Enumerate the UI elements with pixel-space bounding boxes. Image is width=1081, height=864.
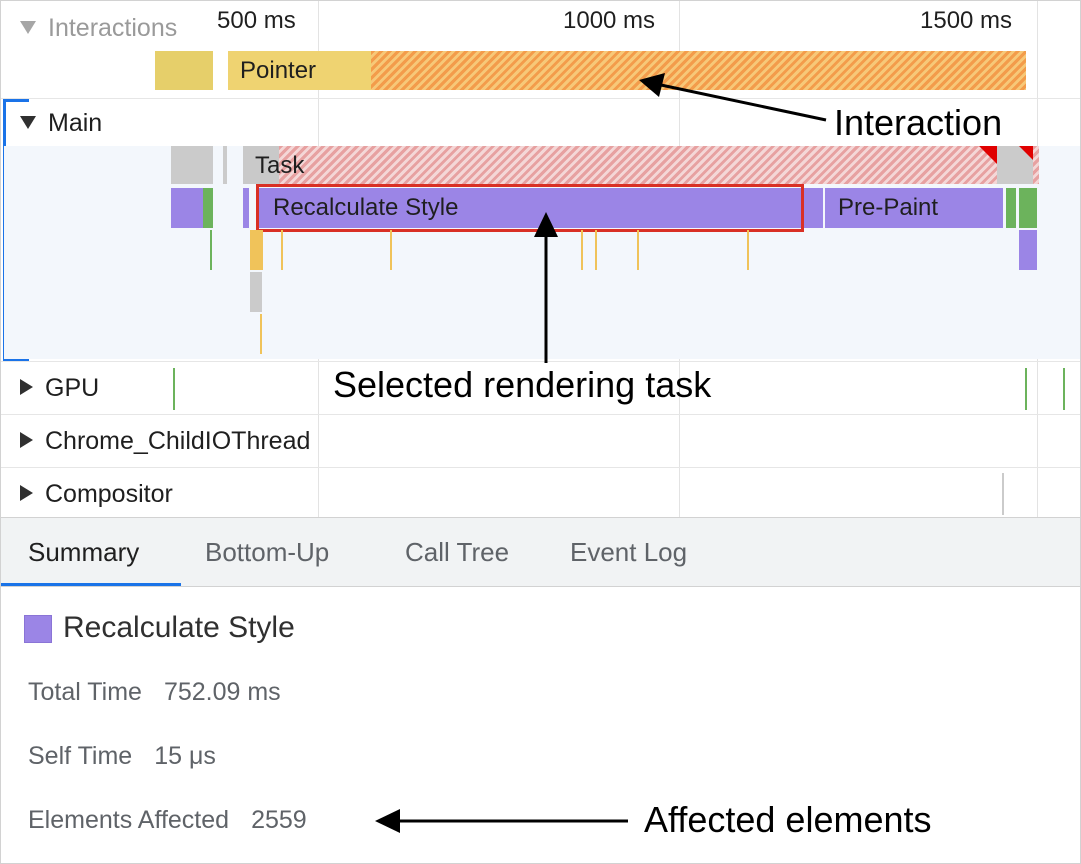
track-separator bbox=[1, 361, 1080, 362]
other-bar[interactable] bbox=[250, 272, 262, 312]
summary-row-label: Total Time bbox=[28, 678, 142, 706]
interactions-track-header[interactable]: Interactions bbox=[20, 14, 177, 43]
summary-row-value: 2559 bbox=[251, 806, 307, 834]
main-track-header[interactable]: Main bbox=[20, 109, 102, 138]
pointer-interaction-bar[interactable]: Pointer bbox=[228, 51, 371, 90]
summary-title: Recalculate Style bbox=[63, 611, 295, 644]
paint-tick bbox=[210, 230, 212, 270]
paint-bar[interactable] bbox=[203, 188, 213, 228]
track-separator bbox=[1, 467, 1080, 468]
track-separator bbox=[1, 98, 1080, 99]
collapse-triangle-icon bbox=[20, 20, 36, 34]
expand-triangle-icon bbox=[20, 485, 33, 502]
task-bar-thin[interactable] bbox=[223, 146, 227, 184]
callout-interaction: Interaction bbox=[834, 102, 1003, 143]
recalculate-style-label: Recalculate Style bbox=[273, 194, 459, 221]
callout-affected-elements: Affected elements bbox=[644, 799, 932, 840]
compositor-track-label: Compositor bbox=[45, 480, 173, 508]
pre-paint-bar[interactable]: Pre-Paint bbox=[825, 188, 1003, 228]
task-bar-early[interactable] bbox=[171, 146, 213, 184]
recalculate-style-bar[interactable]: Recalculate Style bbox=[257, 188, 823, 228]
ruler-label-1500: 1500 ms bbox=[920, 7, 1013, 34]
long-task-warning-icon bbox=[979, 146, 997, 164]
interaction-bar-early[interactable] bbox=[155, 51, 213, 90]
task-label: Task bbox=[255, 152, 305, 179]
interactions-track-label: Interactions bbox=[48, 14, 178, 42]
ruler-label-500: 500 ms bbox=[217, 7, 296, 34]
scripting-bar[interactable] bbox=[250, 230, 263, 270]
pointer-label: Pointer bbox=[240, 57, 317, 84]
interaction-arrow-head bbox=[639, 73, 665, 97]
pre-paint-label: Pre-Paint bbox=[838, 194, 939, 221]
scripting-tick bbox=[595, 230, 597, 270]
tab-summary-underline bbox=[1, 583, 181, 586]
track-separator bbox=[1, 414, 1080, 415]
interaction-arrow-line bbox=[660, 83, 827, 122]
event-color-swatch bbox=[24, 615, 52, 643]
long-task-bar[interactable]: Task bbox=[243, 146, 304, 184]
main-track-label: Main bbox=[48, 109, 103, 137]
summary-row-total-time: Total Time 752.09 ms bbox=[28, 678, 281, 707]
compositor-track-header[interactable]: Compositor bbox=[20, 480, 173, 509]
long-task-overtime bbox=[1033, 146, 1039, 184]
expand-triangle-icon bbox=[20, 432, 33, 449]
details-tab-bar bbox=[1, 517, 1080, 587]
paint-bar[interactable] bbox=[1019, 188, 1037, 228]
summary-row-value: 15 μs bbox=[154, 742, 216, 770]
pointer-interaction-delay[interactable] bbox=[371, 51, 1026, 90]
compositor-tick bbox=[1002, 473, 1004, 515]
summary-row-value: 752.09 ms bbox=[163, 678, 281, 706]
expand-triangle-icon bbox=[20, 379, 33, 396]
paint-bar[interactable] bbox=[1006, 188, 1016, 228]
collapse-triangle-icon bbox=[20, 115, 36, 129]
rendering-bar[interactable] bbox=[243, 188, 249, 228]
selected-event-outline bbox=[256, 184, 804, 232]
tab-event-log[interactable]: Event Log bbox=[570, 537, 688, 567]
scripting-tick bbox=[281, 230, 283, 270]
long-task-overtime[interactable] bbox=[279, 146, 997, 184]
scripting-tick bbox=[747, 230, 749, 270]
io-thread-track-header[interactable]: Chrome_ChildIOThread bbox=[20, 427, 310, 456]
rendering-bar[interactable] bbox=[171, 188, 203, 228]
scripting-tick bbox=[260, 314, 262, 354]
selected-task-arrow-head bbox=[534, 212, 558, 237]
summary-row-label: Self Time bbox=[28, 742, 133, 770]
tab-summary[interactable]: Summary bbox=[28, 537, 140, 567]
io-thread-track-label: Chrome_ChildIOThread bbox=[45, 427, 311, 455]
gpu-track-label: GPU bbox=[45, 374, 100, 402]
rendering-bar[interactable] bbox=[1019, 230, 1037, 270]
gpu-tick bbox=[1025, 368, 1027, 410]
summary-row-self-time: Self Time 15 μs bbox=[28, 742, 216, 771]
gpu-tick bbox=[1063, 368, 1065, 410]
ruler-label-1000: 1000 ms bbox=[563, 7, 656, 34]
callout-selected-task: Selected rendering task bbox=[333, 364, 712, 405]
tab-bottom-up[interactable]: Bottom-Up bbox=[205, 537, 330, 567]
summary-row-elements-affected: Elements Affected 2559 bbox=[28, 806, 307, 835]
gpu-track-header[interactable]: GPU bbox=[20, 374, 99, 403]
long-task-warning-icon bbox=[1019, 146, 1037, 164]
tab-call-tree[interactable]: Call Tree bbox=[405, 537, 510, 567]
scripting-tick bbox=[581, 230, 583, 270]
affected-elements-arrow-head bbox=[375, 809, 400, 833]
summary-row-label: Elements Affected bbox=[28, 806, 230, 834]
scripting-tick bbox=[637, 230, 639, 270]
scripting-tick bbox=[390, 230, 392, 270]
gpu-tick bbox=[173, 368, 175, 410]
